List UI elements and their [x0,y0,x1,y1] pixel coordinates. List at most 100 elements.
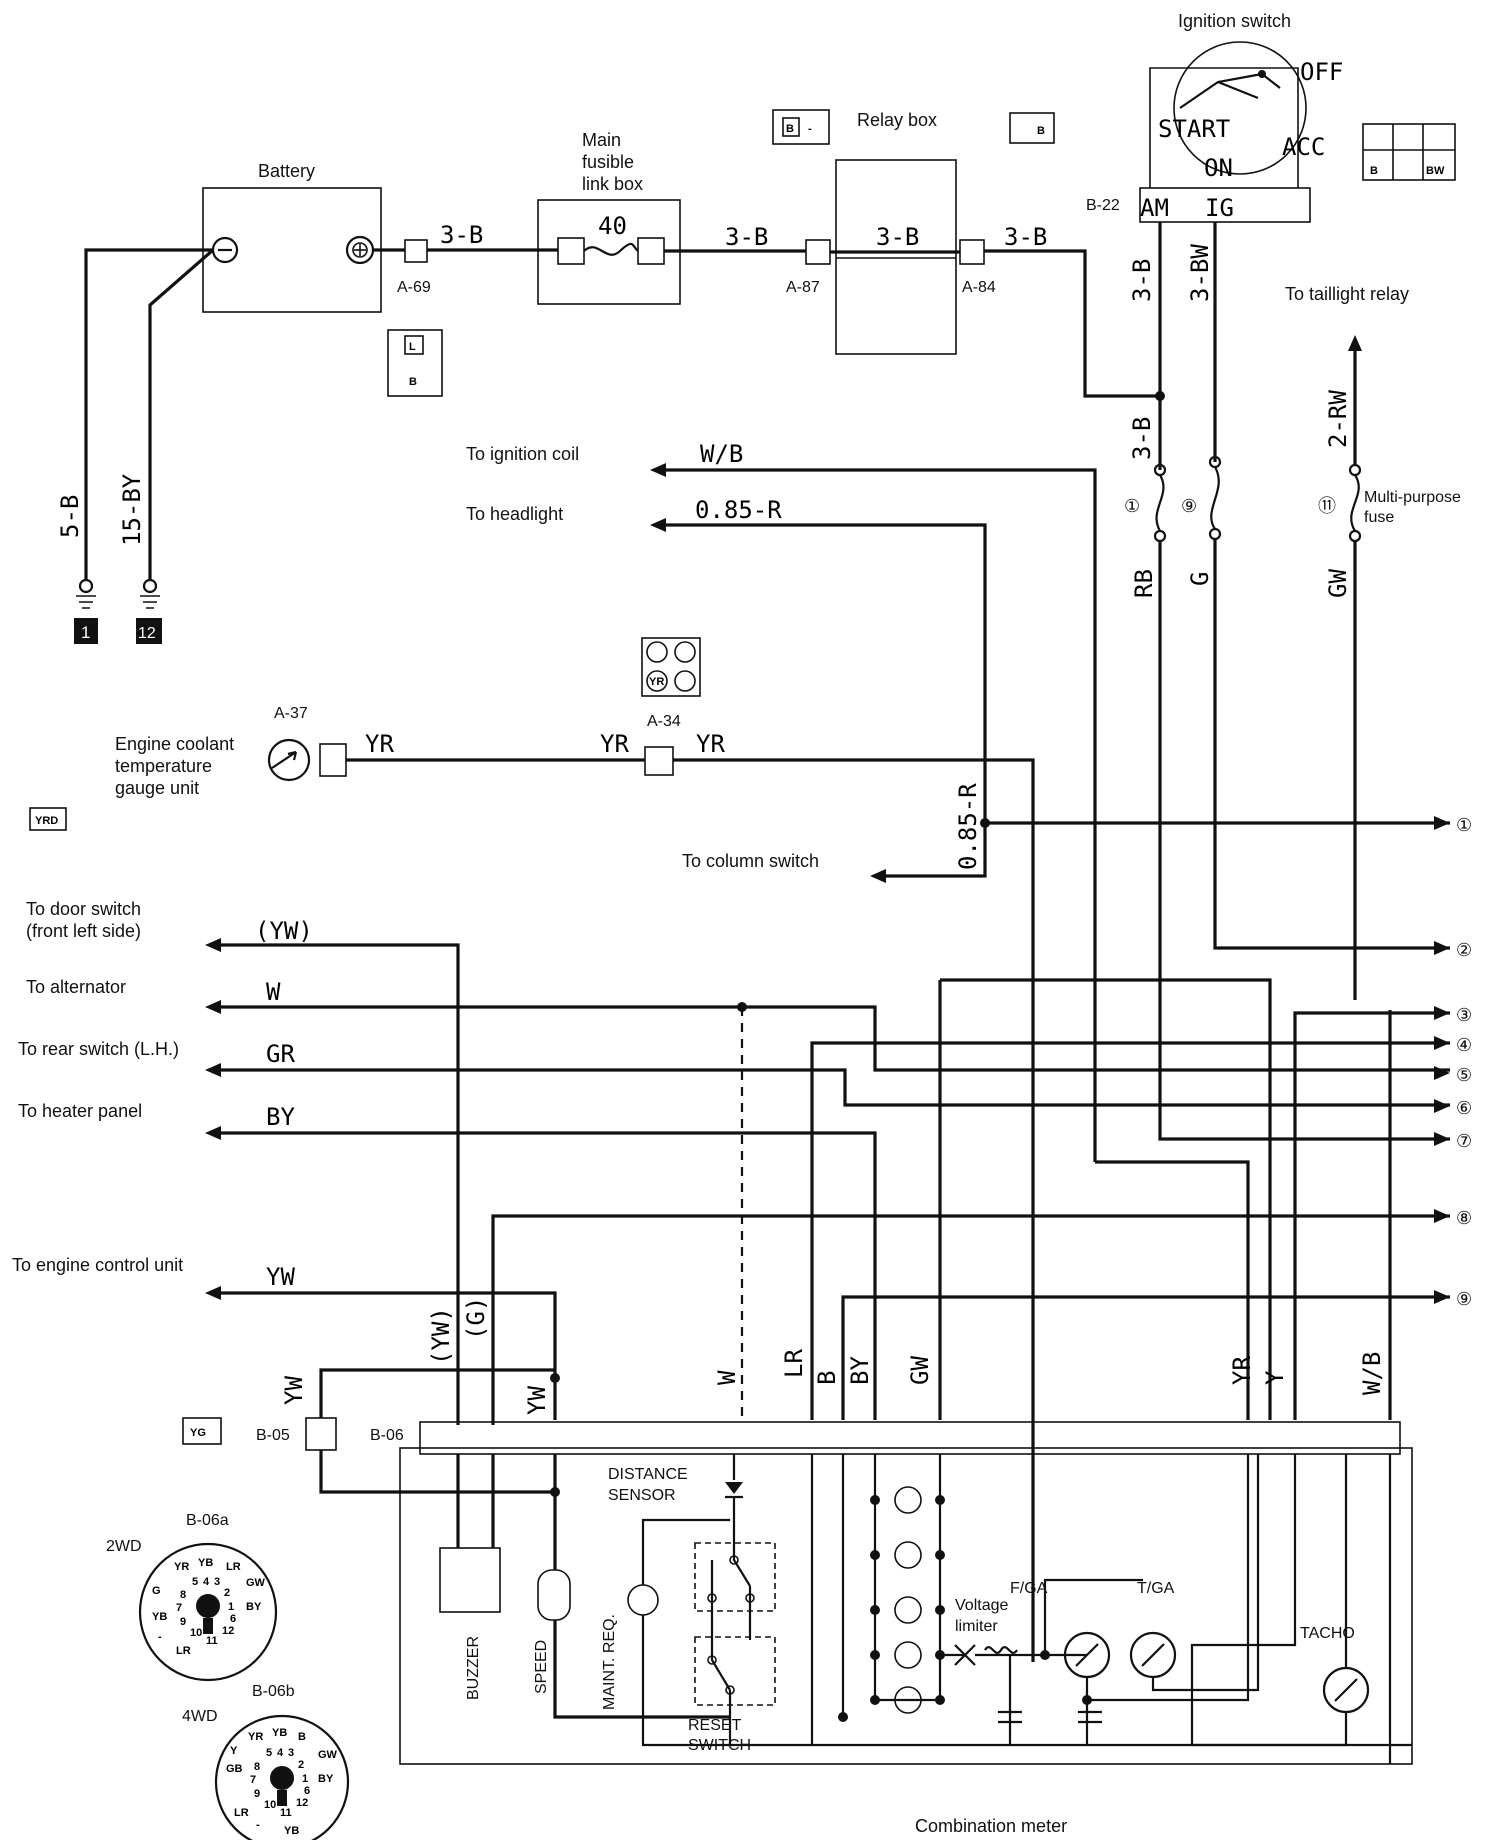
svg-text:8: 8 [180,1589,186,1601]
alternator-wire [215,1005,1450,1072]
svg-text:Y: Y [230,1745,238,1757]
fusible-label-2: fusible [582,152,634,172]
gauge-wiring [1085,1454,1250,1745]
fuel-gauge-needle [1075,1643,1099,1667]
wire-w: W [266,978,281,1006]
a34-pin-3 [646,670,668,692]
ignition-rotary-circle [1173,41,1307,175]
wb-to-meter [1095,1160,1250,1420]
buzzer-leads [456,1454,495,1548]
ground-number-1: 1 [81,623,90,642]
v-yw: YW [523,1386,551,1415]
output-4-wire [810,1041,1450,1420]
relay-connector-right-icon [1009,112,1055,144]
wire-3b-v: 3-B [1128,259,1156,302]
a87-label: A-87 [786,279,820,296]
fuse-40-label: 40 [598,212,627,240]
svg-text:G: G [152,1585,161,1597]
am-terminal: AM [1140,194,1169,222]
ect-label-2: temperature [115,756,212,776]
output-number-3: ③ [1456,1005,1472,1025]
wire-yr-1: YR [365,730,394,758]
v-gw: GW [906,1356,934,1385]
svg-text:7: 7 [176,1602,182,1614]
output-number-2: ② [1456,940,1472,960]
v-w: W [713,1370,741,1385]
output-number-6: ⑥ [1456,1098,1472,1118]
a34-label: A-34 [647,713,681,730]
ground-badge-12 [136,618,162,644]
reset-switch-label-1: RESET [688,1717,742,1734]
battery-pin-b-label: B [409,376,417,388]
reset-contact-2 [707,1593,717,1603]
ect-sensor-icon [267,738,311,782]
output-number-5: ⑤ [1456,1065,1472,1085]
a34-pin-4 [674,670,696,692]
temp-gauge-wire [1151,1454,1260,1692]
v-y: Y [1261,1370,1289,1385]
output-number-1: ① [1456,815,1472,835]
to-rear-switch: To rear switch (L.H.) [18,1039,179,1059]
positive-terminal-ring [352,242,368,258]
svg-text:GW: GW [246,1577,266,1589]
svg-text:1: 1 [302,1773,308,1785]
wire-5b-label: 5-B [56,495,84,538]
ignition-terminal-block [1139,187,1311,223]
twowd-label: 2WD [106,1538,142,1555]
relay-box-label: Relay box [857,110,937,130]
b22-label: B-22 [1086,197,1120,214]
maint-req-wire [641,1518,730,1585]
relay-connector-pin-b [782,117,800,137]
ignition-switch-label: Ignition switch [1178,11,1291,31]
wire-085r-v: 0.85-R [954,783,982,870]
ignition-contact-dot [1258,70,1266,78]
a69-label: A-69 [397,279,431,296]
junction-limiter [1040,1650,1050,1660]
heater-panel-wire [215,1131,877,1420]
maint-req-label: MAINT. REQ. [601,1614,618,1710]
relay-pin-b-label: B [786,123,794,135]
v-yw2: YW [280,1376,308,1405]
reset-contact-5 [725,1685,735,1695]
temp-gauge-needle [1141,1643,1165,1667]
a37-connector [319,743,347,777]
fuse-11-top [1348,463,1362,477]
wire-15by-label: 15-BY [118,473,146,546]
meter-ground-bus [641,1615,1412,1747]
speed-sensor [537,1569,571,1621]
svg-text:BY: BY [318,1773,334,1785]
headlight-wire [660,523,987,878]
b05-label: B-05 [256,1427,290,1444]
junction-b05-top [550,1373,560,1383]
headlight-arrow [650,518,666,532]
svg-text:9: 9 [254,1788,260,1800]
rear-switch-wire [215,1068,1450,1107]
ignition-switch-frame [1149,67,1299,188]
svg-text:B: B [298,1731,306,1743]
output-2-wire [1213,540,1450,950]
ign-pin-b: B [1370,165,1378,177]
svg-text:-: - [256,1819,260,1831]
fuse-11-element [1350,474,1360,532]
svg-text:YR: YR [174,1561,189,1573]
svg-text:2: 2 [224,1587,230,1599]
svg-text:9: 9 [180,1616,186,1628]
fuse-right-clip [637,237,665,265]
svg-text:11: 11 [280,1807,292,1819]
ignition-coil-wire [660,468,1097,1162]
svg-text:7: 7 [250,1774,256,1786]
ecu-wire [215,1291,557,1420]
a34-pin-yr: YR [649,676,664,688]
output-number-9: ⑨ [1456,1289,1472,1309]
voltage-limiter-coil [984,1646,1018,1654]
tacho-label: TACHO [1300,1625,1355,1642]
svg-text:1: 1 [228,1601,234,1613]
distance-diode [725,1482,743,1494]
fuse-1-element [1155,474,1165,532]
battery-connector-icon [387,329,443,397]
svg-text:5: 5 [192,1576,198,1588]
output-number-8: ⑧ [1456,1208,1472,1228]
svg-text:11: 11 [206,1635,218,1647]
output-number-4: ④ [1456,1035,1472,1055]
fuse-1-bottom [1153,529,1167,543]
